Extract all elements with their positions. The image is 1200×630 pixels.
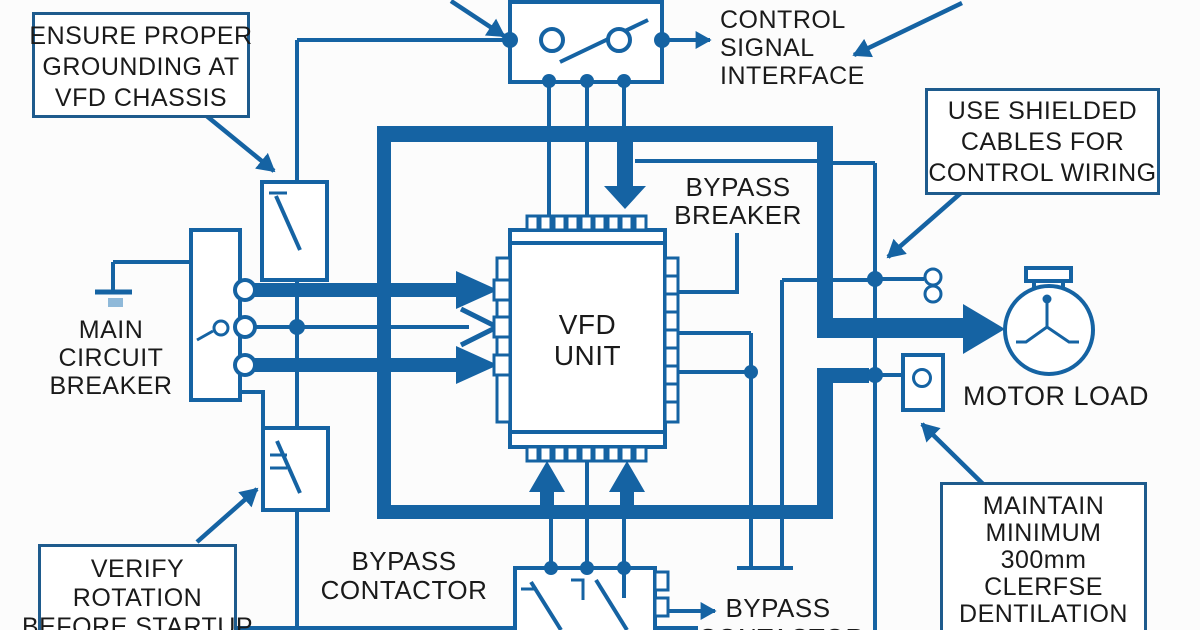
arrow-grounding-callout	[201, 111, 276, 173]
bypass-contactor-symbol	[513, 566, 670, 630]
power-bus-loop	[232, 126, 833, 630]
disconnect-switch-upper	[260, 180, 329, 282]
callout-maintain-clearance: MAINTAIN MINIMUM 300mm CLERFSE DENTILATI…	[940, 482, 1147, 630]
label-vfd-unit: VFD UNIT	[553, 309, 622, 371]
sensor-icon	[901, 353, 945, 412]
arrow-top-left	[449, 0, 506, 38]
vfd-top-input-arrow	[604, 142, 646, 209]
label-control-signal-interface: CONTROL SIGNAL INTERFACE	[720, 6, 865, 90]
vfd-unit-box	[492, 214, 680, 463]
arrow-verify-callout	[195, 487, 259, 544]
arrow-shielded-callout	[886, 190, 964, 259]
motor-feed-arrow	[817, 304, 1005, 383]
control-wiring	[240, 31, 924, 630]
label-bypass-breaker: BYPASS BREAKER	[674, 172, 802, 230]
vfd-bottom-input-arrows	[529, 461, 645, 507]
connector-circles-icon	[923, 267, 943, 304]
arrow-maintain-callout	[920, 422, 985, 486]
label-main-circuit-breaker: MAIN CIRCUIT BREAKER	[49, 316, 173, 400]
ground-symbol	[95, 260, 191, 307]
disconnect-switch-lower	[261, 426, 330, 512]
motor-icon	[1003, 266, 1095, 376]
vfd-left-terminals	[492, 256, 512, 424]
callout-verify-rotation: VERIFY ROTATION BEFORE STARTUP	[22, 544, 253, 630]
label-motor-load: MOTOR LOAD	[963, 381, 1150, 411]
vfd-right-terminals	[663, 256, 680, 424]
vfd-bottom-terminals	[525, 445, 648, 463]
breaker-terminal-circles	[233, 278, 257, 377]
label-bypass-contactor-bottom: BYPASS CONTACTOR	[698, 593, 864, 630]
main-breaker-symbol	[189, 228, 242, 402]
vfd-top-terminals	[525, 214, 648, 232]
callout-shielded-cables: USE SHIELDED CABLES FOR CONTROL WIRING	[925, 88, 1160, 195]
junction-dots	[289, 32, 883, 575]
control-switch-box	[508, 0, 664, 84]
arrow-top-right	[852, 0, 963, 58]
label-bypass-contactor-left: BYPASS CONTACTOR	[320, 546, 488, 605]
vfd-left-input-arrows	[250, 271, 498, 384]
annotation-arrows	[195, 0, 985, 544]
callout-grounding: ENSURE PROPER GROUNDING AT VFD CHASSIS	[29, 12, 252, 118]
